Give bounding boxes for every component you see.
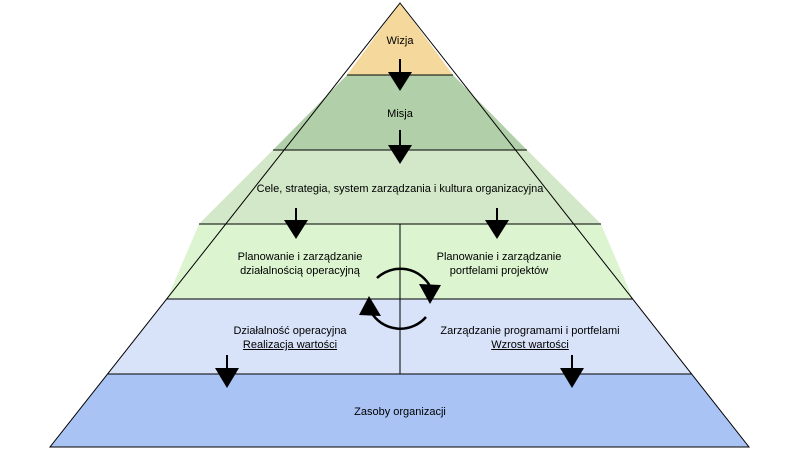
goals-label: Cele, strategia, system zarządzania i ku…	[256, 183, 544, 195]
vision-label: Wizja	[386, 35, 414, 47]
resources-label: Zasoby organizacji	[354, 406, 446, 418]
mission-label: Misja	[387, 108, 413, 120]
arrow-down-icon	[284, 208, 308, 239]
programs-label: Zarządzanie programami i portfelami	[440, 325, 620, 337]
programs-block: Zarządzanie programami i portfelami Wzro…	[420, 324, 640, 352]
arrow-down-icon	[560, 355, 584, 388]
level-vision	[347, 3, 453, 75]
portfolio-planning-label: Planowanie i zarządzanie portfelami proj…	[436, 251, 562, 277]
cycle-arrows-icon	[359, 267, 441, 330]
arrow-down-icon	[485, 208, 509, 239]
level-mission	[273, 75, 527, 150]
value-realization-label: Realizacja wartości	[242, 339, 338, 351]
operations-block: Działalność operacyjna Realizacja wartoś…	[200, 324, 380, 352]
operations-label: Działalność operacyjna	[233, 325, 347, 337]
level-resources	[50, 374, 749, 447]
arrow-down-icon	[215, 355, 239, 388]
level-goals	[199, 150, 601, 224]
arrow-down-icon	[388, 59, 412, 91]
arrow-down-icon	[388, 130, 412, 164]
pyramid-outline	[48, 2, 751, 448]
value-growth-label: Wzrost wartości	[491, 339, 569, 351]
operations-planning-label: Planowanie i zarządzanie działalnością o…	[237, 251, 363, 277]
